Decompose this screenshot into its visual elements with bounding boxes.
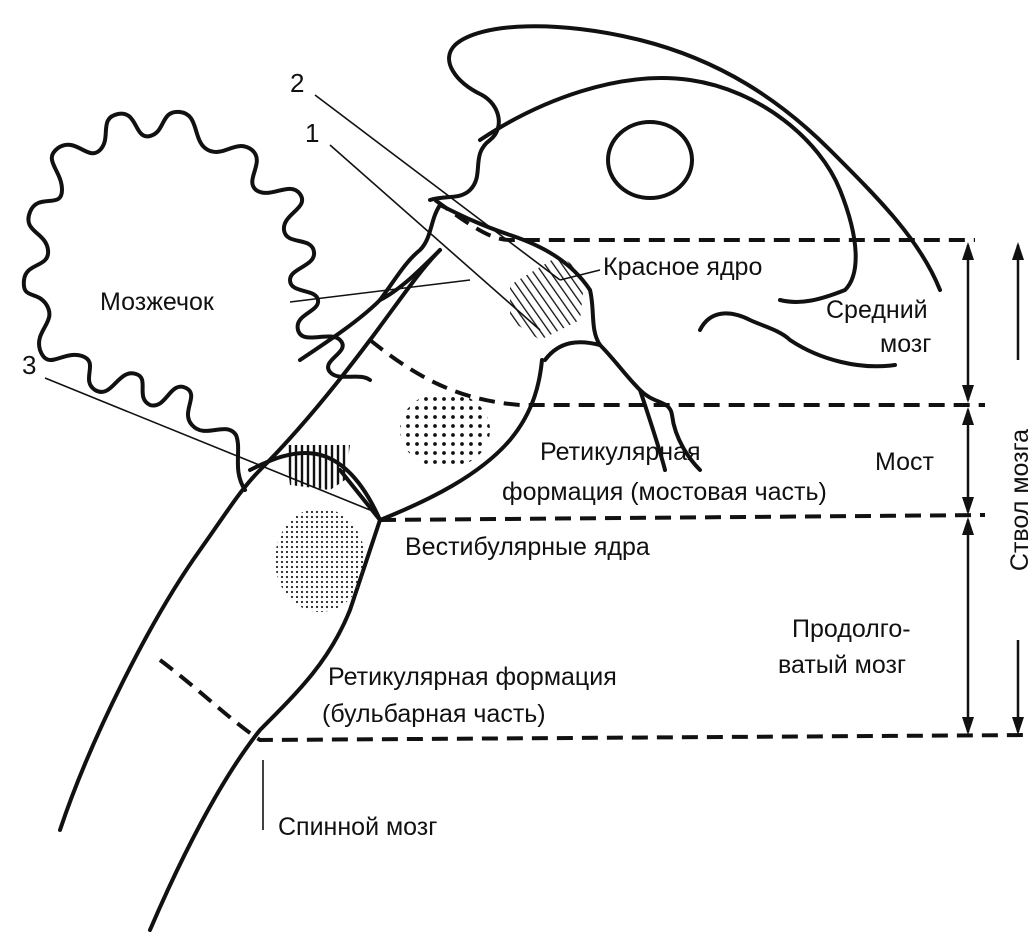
label-medulla-1: Продолго- (792, 615, 911, 643)
label-brainstem: Ствол мозга (1006, 429, 1034, 571)
label-vestibular-nuclei: Вестибулярные ядра (405, 533, 650, 561)
peduncle-outline (300, 250, 440, 360)
label-reticular-bulbar-2: (бульбарная часть) (322, 700, 546, 728)
medulla-arrow-head-top (962, 517, 974, 535)
red-nucleus-area (510, 255, 585, 340)
thalamus-oval (608, 122, 692, 198)
label-midbrain-1: Средний (826, 296, 928, 324)
label-pons: Мост (875, 448, 935, 476)
vestibular-area (285, 445, 350, 490)
label-spinal-cord: Спинной мозг (278, 813, 437, 841)
label-number-1: 1 (305, 118, 319, 148)
label-midbrain-2: мозг (880, 330, 931, 358)
midbrain-arrow-head-top (962, 242, 974, 260)
label-reticular-pons-2: формация (мостовая часть) (502, 478, 827, 506)
pontine-reticular-area (400, 392, 490, 468)
pons-medulla-dashed (380, 515, 985, 520)
label-number-3: 3 (22, 350, 36, 380)
bulbar-reticular-area (275, 508, 365, 612)
medulla-arrow-head-bottom (962, 717, 974, 735)
leader-3 (45, 378, 370, 510)
midbrain-arrow-head-bottom (962, 385, 974, 403)
midbrain-outline (430, 26, 940, 290)
inner-boundary-line (340, 470, 380, 520)
label-reticular-pons-1: Ретикулярная (540, 438, 701, 466)
hypothalamus-outline (545, 342, 600, 360)
brainstem-arrow-head-bottom (1012, 717, 1024, 735)
label-cerebellum: Мозжечок (100, 288, 215, 316)
pons-arrow-head-bottom (962, 497, 974, 515)
label-number-2: 2 (290, 68, 304, 98)
label-reticular-bulbar-1: Ретикулярная формация (328, 663, 617, 691)
leader-1 (330, 145, 540, 330)
label-red-nucleus: Красное ядро (603, 253, 762, 281)
label-medulla-2: ватый мозг (778, 651, 906, 679)
brainstem-arrow-head-top (1012, 242, 1024, 260)
pons-arrow-head-top (962, 407, 974, 425)
